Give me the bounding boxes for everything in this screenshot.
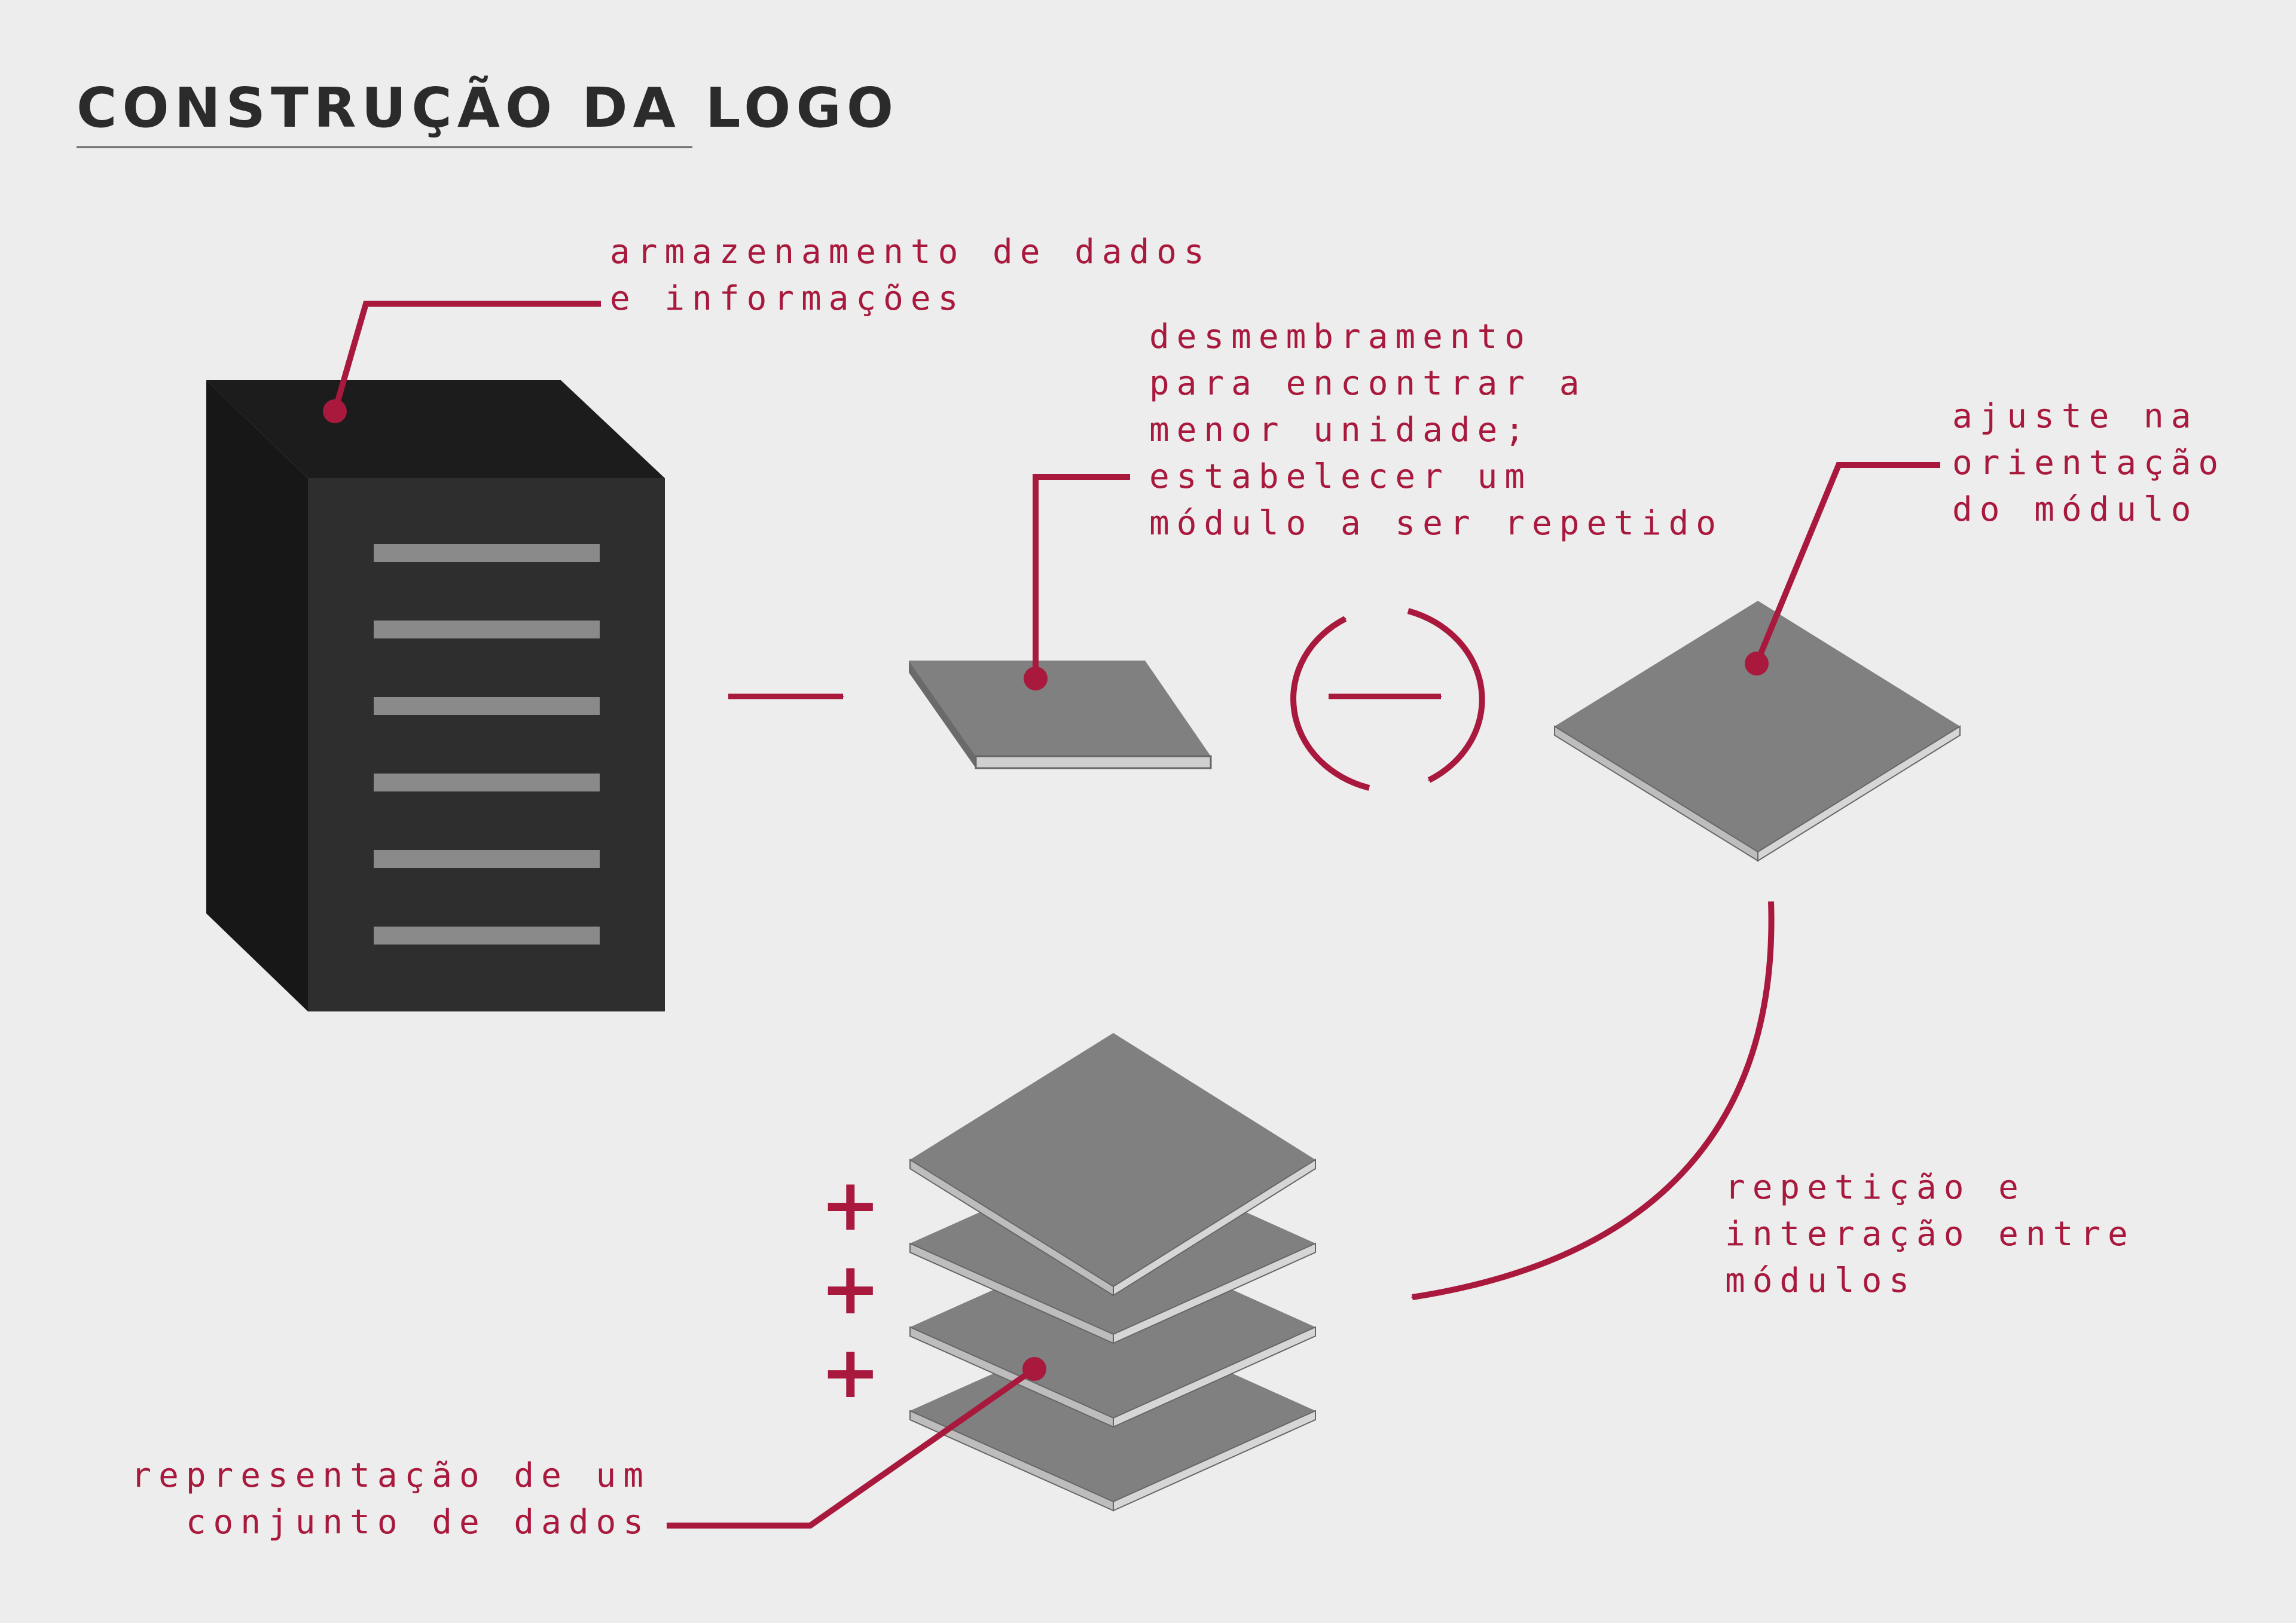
stacked-modules-icon — [909, 1033, 1316, 1512]
stack-module-edge-right — [1113, 1242, 1316, 1344]
flat-module-side — [909, 661, 976, 768]
server-slot — [374, 774, 600, 791]
server-slot — [374, 621, 600, 638]
stack-module-edge-right — [1113, 1410, 1316, 1512]
orientation-leader-line — [1754, 462, 1940, 665]
breakdown-label-line-1: desmembramento — [1149, 317, 1532, 356]
breakdown-label-line-2: para encontrar a — [1149, 364, 1586, 403]
server-top — [206, 380, 665, 478]
flat-module-edge — [975, 755, 1212, 769]
representation-leader-line — [667, 1366, 1036, 1529]
breakdown-leader-dot — [1024, 667, 1048, 690]
orientation-label-line-2: orientação — [1952, 444, 2225, 482]
server-slot — [374, 544, 600, 562]
stack-module-edge-right — [1113, 1159, 1316, 1297]
page-title: CONSTRUÇÃO DA LOGO — [77, 75, 899, 148]
server-front — [308, 478, 665, 1011]
breakdown-callout: desmembramento para encontrar a menor un… — [1024, 317, 1723, 690]
representation-label-line-2: conjunto de dados — [186, 1503, 651, 1542]
rotate-arrows-icon — [1290, 608, 1485, 791]
representation-leader-dot — [1022, 1357, 1046, 1381]
representation-label-line-1: representação de um — [131, 1456, 651, 1495]
server-icon — [206, 380, 665, 1011]
plus-icon: + — [820, 1331, 881, 1414]
breakdown-label-line-3: menor unidade; — [1149, 411, 1532, 450]
representation-callout: representação de um conjunto de dados — [131, 1357, 1046, 1542]
server-slot — [374, 927, 600, 945]
storage-leader-line — [332, 301, 601, 412]
storage-label-line-1: armazenamento de dados — [610, 233, 1211, 271]
plus-signs: + + + — [820, 1164, 881, 1414]
stack-module-1 — [909, 1033, 1316, 1297]
plus-icon: + — [820, 1164, 881, 1247]
orientation-leader-dot — [1745, 652, 1769, 676]
repetition-label-line-1: repetição e — [1725, 1168, 2026, 1207]
storage-label-line-2: e informações — [610, 279, 965, 318]
repetition-label-line-2: interação entre — [1725, 1215, 2135, 1254]
storage-callout: armazenamento de dados e informações — [323, 233, 1211, 423]
breakdown-leader-line — [1033, 474, 1130, 678]
rotated-module-icon — [1554, 601, 1961, 862]
orientation-label-line-1: ajuste na — [1952, 397, 2198, 436]
server-slot — [374, 850, 600, 868]
server-slot — [374, 697, 600, 715]
rotate-arrow-left — [1290, 616, 1370, 791]
rotated-module-top — [1555, 601, 1960, 852]
rotate-arrow-right — [1407, 608, 1485, 783]
breakdown-label-line-5: módulo a ser repetido — [1149, 504, 1723, 543]
flat-module-top — [909, 661, 1211, 756]
orientation-label-line-3: do módulo — [1952, 490, 2198, 529]
stack-module-edge-right — [1113, 1326, 1316, 1428]
server-side — [206, 380, 308, 1011]
curved-arrow-icon — [1410, 901, 1775, 1300]
orientation-callout: ajuste na orientação do módulo — [1745, 397, 2225, 676]
flat-module-icon — [909, 661, 1212, 769]
breakdown-label-line-4: estabelecer um — [1149, 457, 1532, 496]
repetition-callout: repetição e interação entre módulos — [1725, 1168, 2135, 1300]
page-title-text: CONSTRUÇÃO DA LOGO — [77, 75, 899, 140]
plus-icon: + — [820, 1248, 881, 1331]
storage-leader-dot — [323, 399, 347, 423]
repetition-label-line-3: módulos — [1725, 1261, 1916, 1300]
rotated-module-edge-right — [1757, 725, 1961, 862]
